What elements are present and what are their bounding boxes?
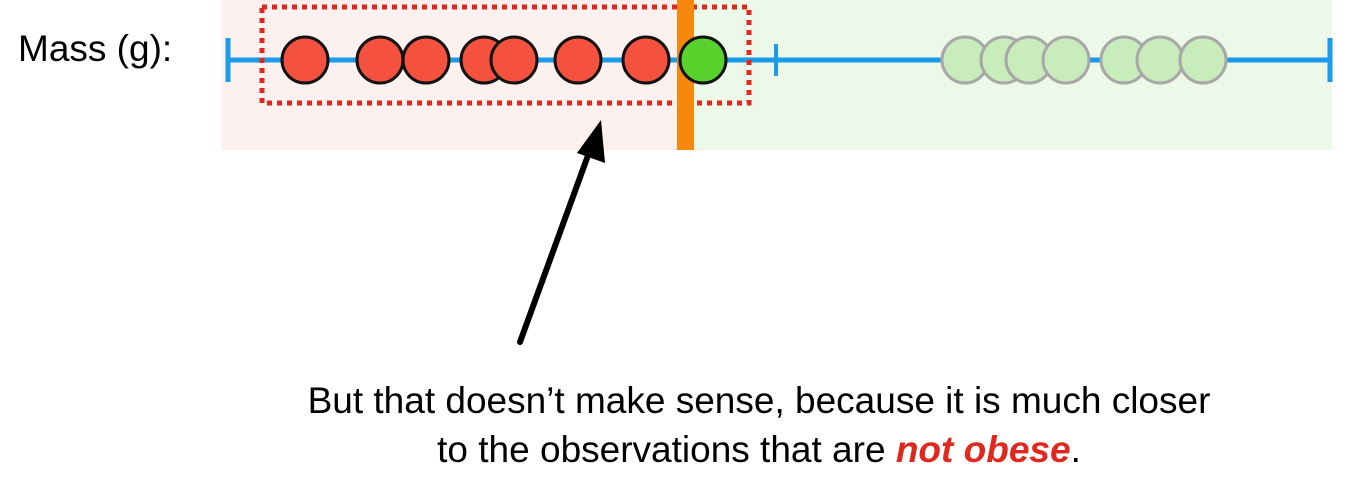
obese-point	[621, 35, 671, 85]
caption: But that doesn’t make sense, because it …	[150, 376, 1368, 474]
arrow-head	[577, 120, 605, 163]
caption-line-2: to the observations that are not obese.	[150, 425, 1368, 474]
obese-cluster-box	[259, 4, 752, 106]
obese-observations	[280, 35, 671, 85]
caption-line-2-suffix: .	[1070, 429, 1081, 470]
not-obese-emphasis: not obese	[895, 429, 1071, 470]
obese-point	[280, 35, 330, 85]
obese-point	[553, 35, 603, 85]
not-obese-point	[1041, 35, 1091, 85]
caption-line-1: But that doesn’t make sense, because it …	[307, 380, 1211, 421]
caption-line-2-prefix: to the observations that are	[437, 429, 896, 470]
not-obese-point	[1135, 35, 1185, 85]
obese-point	[401, 35, 451, 85]
not-obese-point	[1178, 35, 1228, 85]
pointer-arrow	[517, 120, 605, 345]
new-observation-point	[678, 35, 728, 85]
not-obese-observations	[940, 35, 1228, 85]
obese-point	[355, 35, 405, 85]
obese-point	[489, 35, 539, 85]
arrow-shaft	[517, 147, 593, 345]
axis-label: Mass (g):	[18, 28, 173, 69]
